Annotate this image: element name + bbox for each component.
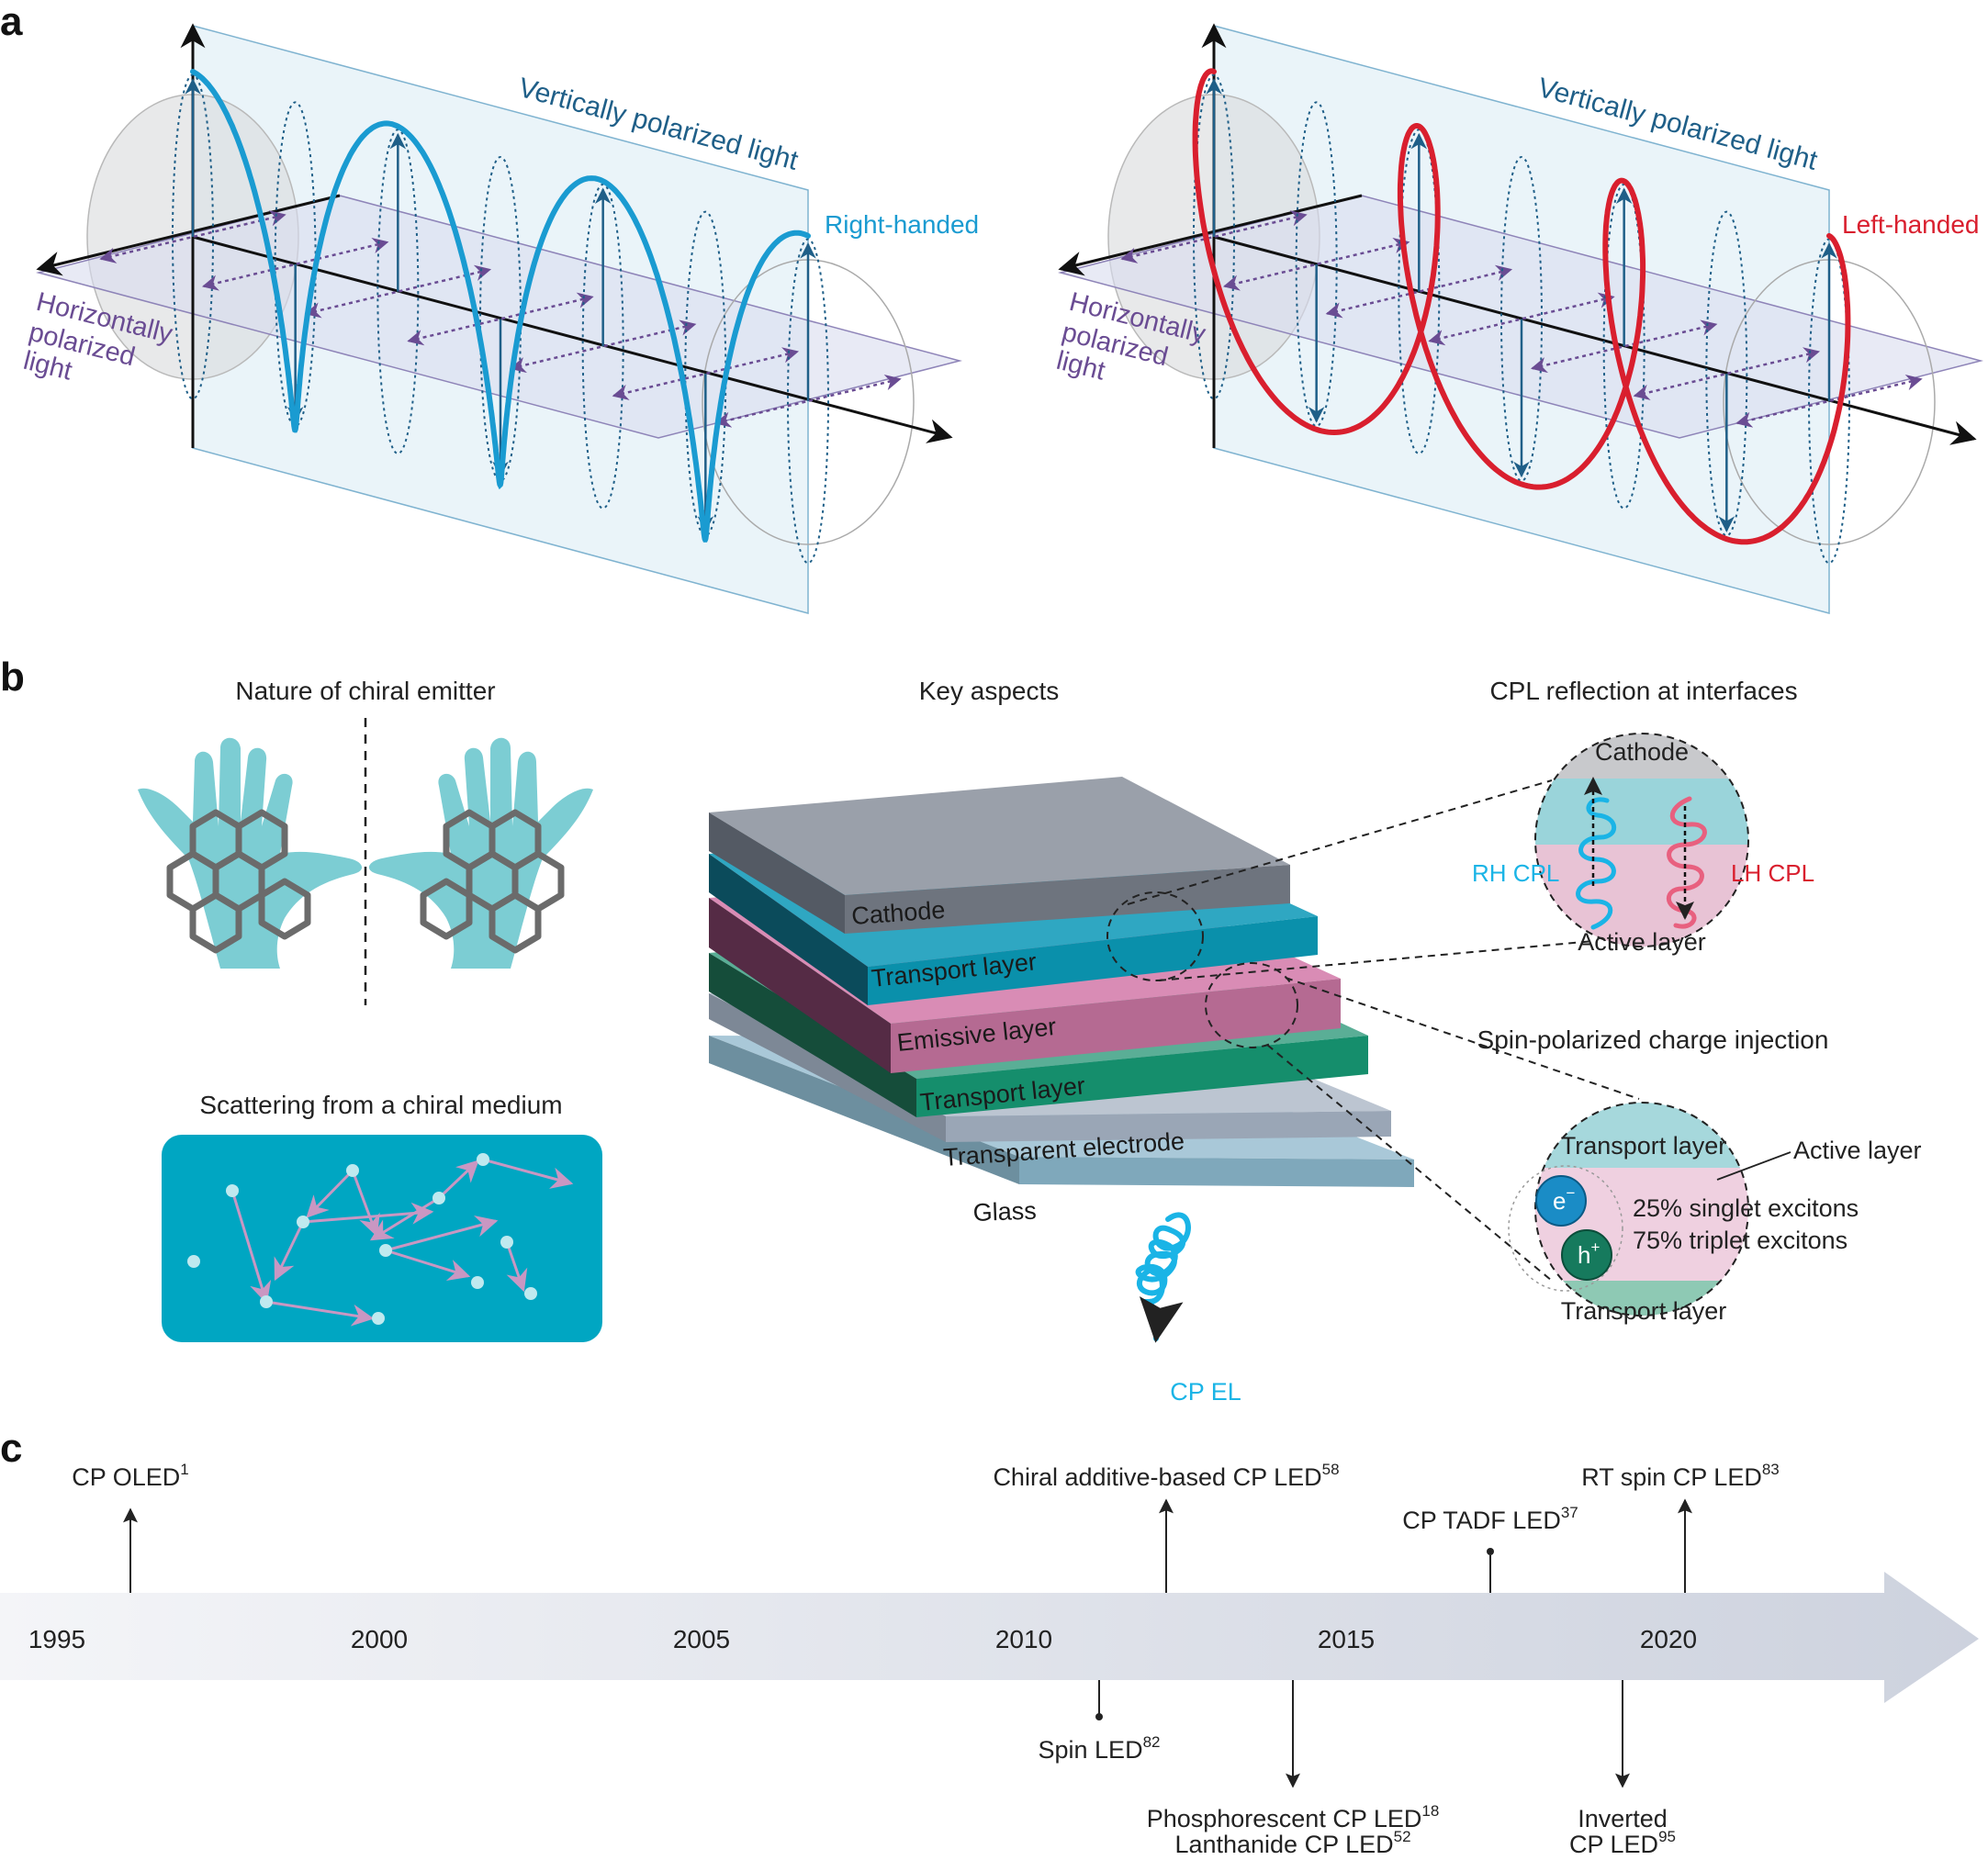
horizontal-e-vector [509, 319, 697, 374]
timeline-years: 1995 2000 2005 2010 2015 2020 [28, 1625, 1697, 1653]
cp-el-label: CP EL [1170, 1378, 1241, 1406]
year-2015: 2015 [1318, 1625, 1375, 1653]
event-above-label: Chiral additive-based CP LED58 [993, 1461, 1339, 1491]
layer-cathode: Cathode [709, 777, 1290, 934]
left-handed-cpl-illustration: Vertically polarized light Horizontally … [1053, 23, 1983, 614]
e-field-vectors [99, 73, 902, 565]
inset-active-label: Active layer [1578, 928, 1706, 956]
hole-label: h+ [1578, 1238, 1600, 1269]
chiral-medium-box [162, 1135, 602, 1342]
cpl-reflection-inset: Cathode RH CPL LH CPL Active layer [1472, 733, 1814, 956]
helix-wave [190, 69, 811, 543]
event-above-label: CP OLED1 [72, 1461, 189, 1491]
horizontal-e-vector [714, 375, 902, 428]
horizontal-e-vector [1120, 210, 1308, 263]
handedness-label: Left-handed [1842, 210, 1979, 239]
event-dot [1487, 1548, 1494, 1555]
zoom-guides [1127, 779, 1640, 1282]
zoom-region-2 [1205, 962, 1298, 1048]
lh-cpl-label: LH CPL [1731, 859, 1814, 887]
horizontal-e-vector [1325, 264, 1513, 319]
oled-stack: Glass Transparent electrode Transport la… [709, 777, 1414, 1406]
active-layer-leader [1716, 1151, 1791, 1181]
horizontal-e-vector [1222, 237, 1410, 291]
event-below-label: Lanthanide CP LED52 [1174, 1828, 1410, 1858]
left-hand-with-molecule [138, 737, 363, 969]
spin-injection-inset: Transport layer e− h+ 25% singlet excito… [1508, 1102, 1922, 1325]
timeline-arrow [0, 1572, 1979, 1703]
electron-icon [1535, 1175, 1587, 1227]
horizontal-e-vector [1428, 292, 1615, 346]
hole-icon [1561, 1229, 1612, 1281]
inset-transport-top-label: Transport layer [1561, 1132, 1727, 1160]
cpl-reflection-title: CPL reflection at interfaces [1489, 677, 1797, 705]
cp-el-emission [1135, 1212, 1191, 1343]
event-dot [1095, 1713, 1103, 1720]
zoom-region-1 [1106, 891, 1204, 981]
panel-label-a: a [0, 0, 23, 44]
inset-transport-bottom-label: Transport layer [1561, 1297, 1727, 1325]
glass-label: Glass [972, 1197, 1037, 1227]
event-below-label: Phosphorescent CP LED18 [1147, 1802, 1440, 1832]
scatterers [187, 1153, 537, 1325]
timeline: 1995 2000 2005 2010 2015 2020 CP OLED1 Chiral … [0, 1461, 1979, 1858]
right-hand-with-molecule [368, 737, 593, 969]
horizontal-e-vector [99, 210, 286, 263]
left-hand [138, 737, 363, 969]
year-2005: 2005 [673, 1625, 730, 1653]
triplet-label: 75% triplet excitons [1633, 1227, 1848, 1254]
event-above-label: CP TADF LED37 [1402, 1504, 1578, 1534]
event-below-label: Spin LED82 [1039, 1733, 1161, 1764]
year-1995: 1995 [28, 1625, 85, 1653]
year-2020: 2020 [1640, 1625, 1697, 1653]
year-2010: 2010 [995, 1625, 1052, 1653]
horizontal-e-vector [1633, 347, 1821, 400]
horizontal-e-vector [201, 237, 389, 291]
handedness-label: Right-handed [825, 210, 979, 239]
panel-label-b: b [0, 655, 25, 700]
chiral-emitter-title: Nature of chiral emitter [235, 677, 495, 705]
molecule [166, 809, 311, 954]
right-handed-cpl-illustration: Vertically polarized light Horizontally … [20, 23, 979, 614]
panel-label-c: c [0, 1426, 22, 1471]
horizontal-e-vector [304, 264, 492, 319]
timeline-events: CP OLED1 Chiral additive-based CP LED58CP… [72, 1461, 1780, 1858]
horizontal-e-vector [1735, 375, 1923, 428]
rh-cpl-label: RH CPL [1472, 859, 1559, 887]
spin-injection-title: Spin-polarized charge injection [1477, 1025, 1829, 1054]
horizontal-e-vector [407, 292, 594, 346]
scattering-title: Scattering from a chiral medium [199, 1091, 562, 1119]
cathode-label: Cathode [850, 896, 946, 930]
helix-wave [1192, 68, 1851, 545]
rh-cpl-wave [1576, 797, 1617, 930]
exciton-region [1508, 1165, 1623, 1292]
scattering-paths [230, 1158, 574, 1327]
event-below-label: Inverted [1578, 1805, 1668, 1832]
electron-label: e− [1553, 1184, 1575, 1215]
singlet-label: 25% singlet excitons [1633, 1194, 1859, 1222]
year-2000: 2000 [351, 1625, 408, 1653]
horizontal-e-vector [612, 347, 800, 400]
event-below-label: CP LED95 [1569, 1828, 1676, 1858]
inset-cathode-label: Cathode [1595, 738, 1689, 766]
horizontal-e-vector [1530, 319, 1718, 374]
spin-active-label: Active layer [1793, 1137, 1922, 1164]
event-above-label: RT spin CP LED83 [1581, 1461, 1780, 1491]
key-aspects-title: Key aspects [919, 677, 1060, 705]
